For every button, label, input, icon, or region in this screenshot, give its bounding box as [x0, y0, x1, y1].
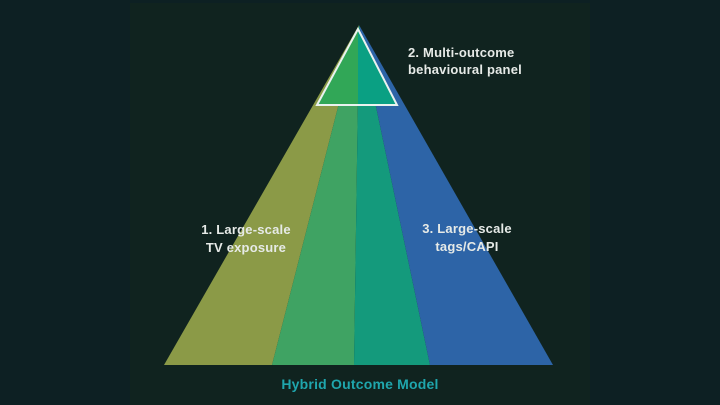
- label-tags-capi: 3. Large-scale tags/CAPI: [387, 220, 547, 256]
- label-behavioural-panel: 2. Multi-outcome behavioural panel: [408, 44, 522, 78]
- segment-tv-exposure: [164, 25, 359, 365]
- segment-tags-capi: [359, 25, 553, 365]
- segment-teal-band: [354, 25, 430, 365]
- segment-green-band: [272, 25, 359, 365]
- label-tv-exposure-line1: 1. Large-scale: [201, 222, 291, 237]
- diagram-title: Hybrid Outcome Model: [281, 376, 439, 392]
- apex-triangle-outline: [315, 26, 399, 106]
- label-tv-exposure-line2: TV exposure: [205, 240, 287, 255]
- label-tags-capi-line1: 3. Large-scale: [422, 221, 512, 236]
- label-behavioural-panel-line2: behavioural panel: [408, 62, 522, 77]
- label-tv-exposure: 1. Large-scale TV exposure: [166, 221, 326, 257]
- label-behavioural-panel-line1: 2. Multi-outcome: [408, 45, 515, 60]
- label-tags-capi-line2: tags/CAPI: [435, 239, 499, 254]
